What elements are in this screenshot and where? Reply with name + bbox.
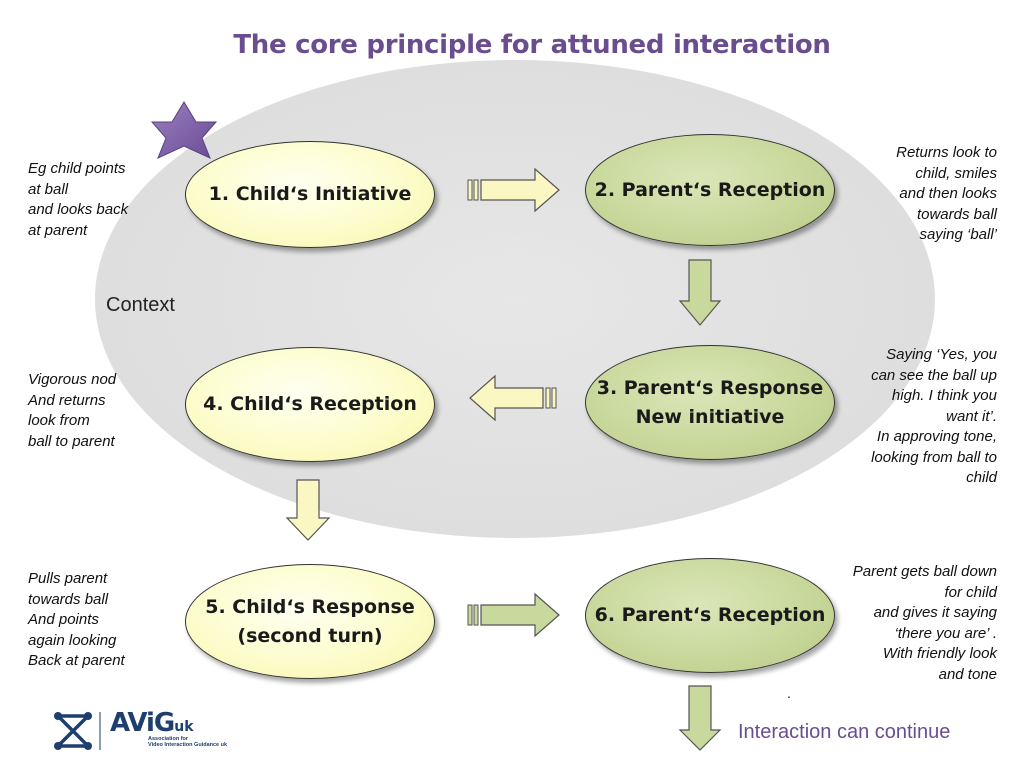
node-childs-response: 5. Child‘s Response (second turn) [185, 564, 435, 679]
arrow-4-to-5 [285, 479, 331, 541]
context-ellipse [95, 60, 935, 538]
note-parents-reception-2: Parent gets ball down for child and give… [852, 563, 997, 683]
node-parents-response: 3. Parent‘s Response New initiative [585, 345, 835, 460]
context-label: Context [106, 294, 175, 316]
note-parents-response: Saying ‘Yes, you can see the ball up hig… [871, 346, 997, 486]
node-childs-initiative: 1. Child‘s Initiative [185, 141, 435, 248]
note-childs-initiative: Eg child points at ball and looks back a… [28, 160, 129, 239]
arrow-6-continue [678, 685, 722, 751]
note-parents-reception-1: Returns look to child, smiles and then l… [896, 144, 997, 243]
note-childs-reception: Vigorous nod And returns look from ball … [28, 371, 117, 450]
page-title: The core principle for attuned interacti… [233, 30, 831, 60]
avig-logo-icon [54, 712, 101, 750]
logo-wordmark: AViGuk [110, 708, 194, 738]
arrow-2-to-3 [678, 259, 722, 326]
stray-dot: . [787, 685, 791, 701]
logo-subtitle: Association for Video Interaction Guidan… [148, 736, 228, 748]
arrow-1-to-2 [467, 167, 560, 213]
note-childs-response: Pulls parent towards ball And points aga… [28, 570, 125, 669]
logo-name: AViG [110, 708, 175, 738]
node-childs-reception: 4. Child‘s Reception [185, 347, 435, 462]
continue-text: Interaction can continue [738, 721, 951, 743]
node-parents-reception-1: 2. Parent‘s Reception [585, 134, 835, 246]
arrow-3-to-4 [469, 374, 557, 422]
star-icon [150, 101, 218, 159]
logo-suffix: uk [174, 719, 194, 735]
node-parents-reception-2: 6. Parent‘s Reception [585, 558, 835, 673]
arrow-5-to-6 [467, 592, 560, 638]
